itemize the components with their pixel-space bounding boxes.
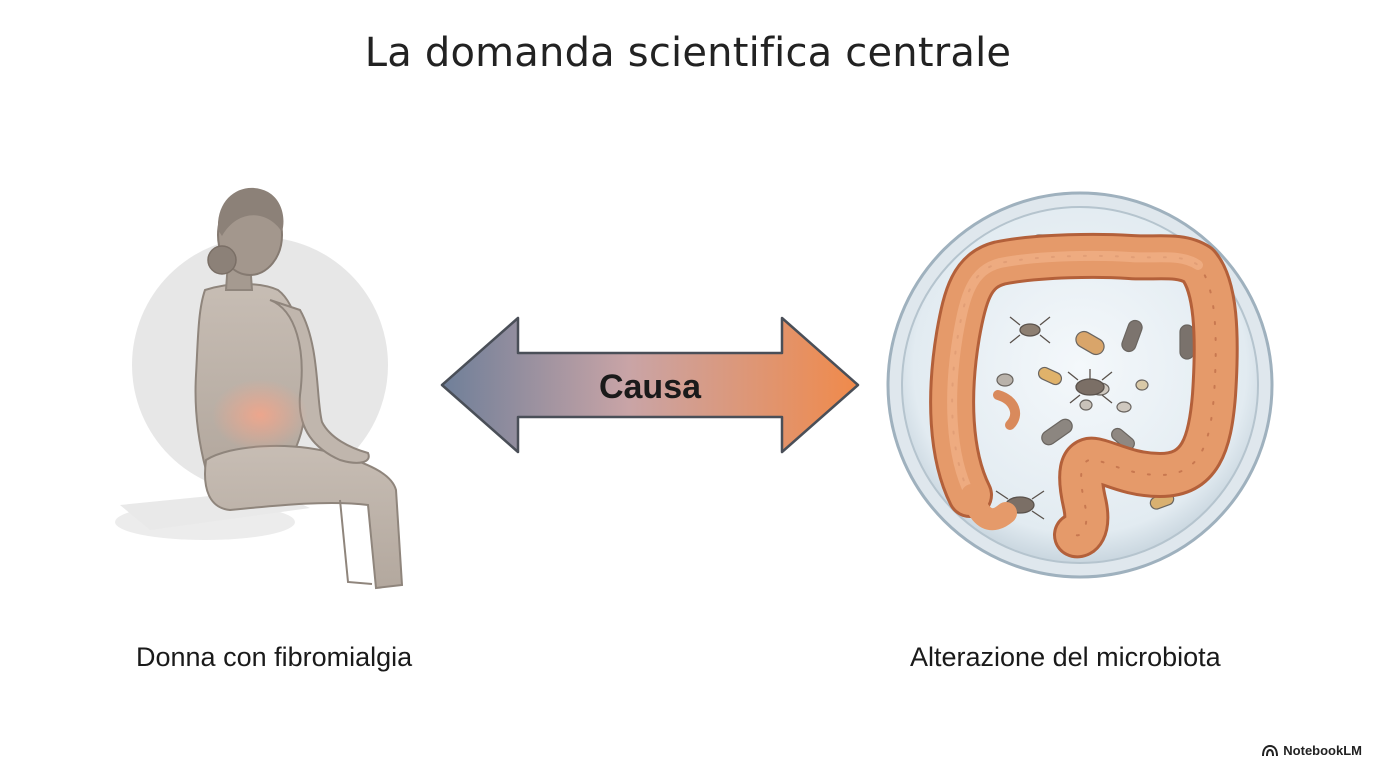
intestine-icon xyxy=(929,232,1239,558)
brand-name: NotebookLM xyxy=(1283,743,1362,758)
woman-caption: Donna con fibromialgia xyxy=(136,642,413,672)
page-title: La domanda scientifica centrale xyxy=(364,30,1012,76)
microbiota-caption: Alterazione del microbiota xyxy=(910,642,1221,672)
arrow-label: Causa xyxy=(599,368,702,406)
woman-sitting-illustration xyxy=(110,170,430,600)
notebooklm-brand: NotebookLM xyxy=(1262,743,1362,758)
gut-microbiota-petri-dish-illustration xyxy=(880,175,1290,595)
notebooklm-logo-icon xyxy=(1262,744,1279,756)
cause-double-arrow: Causa xyxy=(430,305,870,465)
